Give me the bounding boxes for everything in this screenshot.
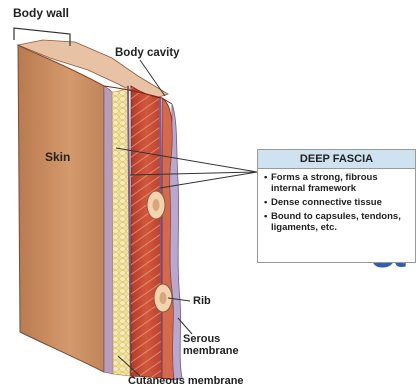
callout-title: DEEP FASCIA	[258, 150, 415, 169]
callout-item: Bound to capsules, tendons, ligaments, e…	[264, 212, 411, 234]
label-rib: Rib	[193, 296, 211, 308]
label-body-wall: Body wall	[13, 7, 69, 20]
label-skin: Skin	[45, 151, 70, 164]
dermis-edge	[104, 86, 113, 374]
label-cutaneous-membrane: Cutaneous membrane	[128, 376, 244, 388]
deep-fascia-callout: DEEP FASCIA Forms a strong, fibrous inte…	[257, 149, 416, 263]
label-body-cavity: Body cavity	[115, 47, 180, 59]
callout-item: Forms a strong, fibrous internal framewo…	[264, 173, 411, 195]
skin-layer	[18, 45, 104, 372]
label-serous-membrane: Serous membrane	[183, 334, 253, 357]
callout-item: Dense connective tissue	[264, 198, 411, 209]
callout-list: Forms a strong, fibrous internal framewo…	[258, 169, 415, 234]
fat-layer	[112, 86, 130, 376]
